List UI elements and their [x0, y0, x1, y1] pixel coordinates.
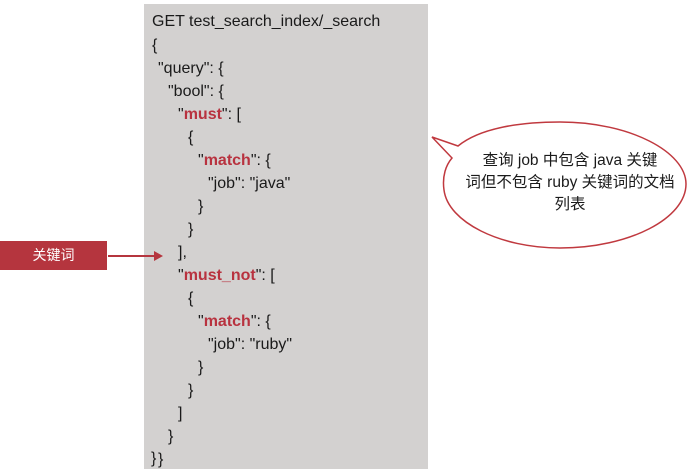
must-not-quote: "	[178, 267, 184, 284]
match-suffix-1: ": {	[250, 152, 271, 169]
must-object-close: }	[188, 221, 194, 238]
match-line-2: "match": {	[198, 312, 271, 332]
job-ruby: "job": "ruby"	[208, 336, 293, 353]
must-not-object-close: }	[188, 382, 194, 399]
must-suffix: ": [	[221, 106, 241, 123]
job-java: "job": "java"	[208, 175, 291, 192]
must-quote: "	[178, 106, 184, 123]
match-close-2: }	[198, 359, 204, 376]
match-keyword-2: match	[203, 313, 251, 330]
brace-open: {	[152, 37, 158, 54]
must-not-array-close: ]	[178, 405, 183, 422]
must-not-suffix: ": [	[255, 267, 275, 284]
match-suffix-2: ": {	[250, 313, 271, 330]
must-not-keyword: must_not	[183, 267, 256, 284]
must-line: "must": [	[178, 105, 241, 125]
bool-close: }	[168, 428, 174, 445]
match-quote-2: "	[198, 313, 204, 330]
must-not-object-open: {	[188, 290, 194, 307]
match-keyword-1: match	[203, 152, 251, 169]
callout-line-1: 查询 job 中包含 java 关键	[482, 152, 658, 169]
must-array-close: ],	[178, 244, 187, 261]
must-not-line: "must_not": [	[178, 266, 275, 286]
bool-key: "bool": {	[168, 83, 224, 100]
callout-line-2: 词但不包含 ruby 关键词的文档	[465, 174, 675, 191]
match-close-1: }	[198, 198, 204, 215]
code-panel: GET test_search_index/_search { "query":…	[144, 4, 428, 469]
match-quote-1: "	[198, 152, 204, 169]
root-close: }	[151, 450, 157, 467]
request-line: GET test_search_index/_search	[152, 13, 381, 30]
query-close: }	[158, 451, 164, 468]
keyword-label: 关键词	[0, 241, 107, 270]
match-line-1: "match": {	[198, 151, 271, 171]
callout-line-3: 列表	[554, 196, 586, 213]
callout-text: 查询 job 中包含 java 关键 词但不包含 ruby 关键词的文档 列表	[460, 150, 680, 216]
must-keyword: must	[183, 106, 222, 123]
query-key: "query": {	[158, 60, 224, 77]
must-object-open: {	[188, 129, 194, 146]
